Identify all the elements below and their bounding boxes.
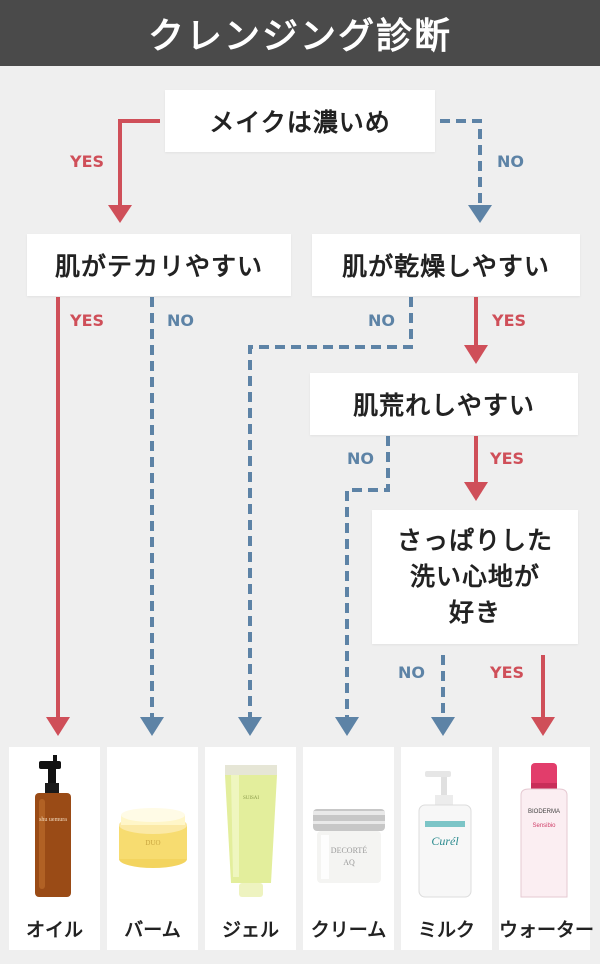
arrowhead-q4-no <box>335 717 359 736</box>
question-dry-skin: 肌が乾燥しやすい <box>312 234 580 296</box>
label-q1-no: NO <box>497 152 524 171</box>
label-q4-yes: YES <box>489 449 524 468</box>
balm-jar-icon: DUO <box>119 808 187 868</box>
gel-tube-icon: SUISAI <box>225 765 277 897</box>
arrow-q1-yes <box>118 119 160 205</box>
arrowhead-q2-yes <box>46 717 70 736</box>
arrowhead-q1-no <box>468 205 492 223</box>
svg-text:Curél: Curél <box>431 834 459 848</box>
arrowhead-q2-no <box>140 717 164 736</box>
label-q1-yes: YES <box>69 152 104 171</box>
label-q5-yes: YES <box>489 663 524 682</box>
label-q4-no: NO <box>347 449 374 468</box>
svg-text:SUISAI: SUISAI <box>243 796 259 801</box>
arrow-q3-no <box>248 297 413 717</box>
label-q3-no: NO <box>368 311 395 330</box>
result-card-balm: DUO バーム <box>107 747 198 950</box>
arrowhead-q5-yes <box>531 717 555 736</box>
svg-text:AQ: AQ <box>343 858 355 867</box>
milk-pump-bottle-icon: Curél <box>418 771 472 898</box>
arrowhead-q3-no <box>238 717 262 736</box>
question-refreshing-feel: さっぱりした 洗い心地が 好き <box>372 510 578 644</box>
oil-bottle-icon: shu uemura <box>35 755 71 897</box>
label-q2-yes: YES <box>69 311 104 330</box>
label-q3-yes: YES <box>491 311 526 330</box>
question-makeup-heavy: メイクは濃いめ <box>165 90 435 152</box>
svg-text:shu uemura: shu uemura <box>39 817 67 823</box>
arrowhead-q1-yes <box>108 205 132 223</box>
result-card-cream: DECORTÉ AQ クリーム <box>303 747 394 950</box>
result-label-cream: クリーム <box>310 919 387 941</box>
result-label-milk: ミルク <box>417 919 475 941</box>
result-label-gel: ジェル <box>221 919 279 941</box>
result-card-oil: shu uemura オイル <box>9 747 100 950</box>
question-sensitive-skin: 肌荒れしやすい <box>310 373 578 435</box>
svg-text:Sensibio: Sensibio <box>532 823 556 829</box>
arrow-q4-no <box>345 436 390 717</box>
result-label-water: ウォーター <box>499 919 595 941</box>
arrowhead-q5-no <box>431 717 455 736</box>
result-label-oil: オイル <box>25 919 83 941</box>
question-oily-skin: 肌がテカリやすい <box>27 234 291 296</box>
label-q2-no: NO <box>167 311 194 330</box>
result-label-balm: バーム <box>124 919 181 941</box>
cream-jar-icon: DECORTÉ AQ <box>313 809 385 883</box>
svg-text:DUO: DUO <box>145 839 160 847</box>
result-card-gel: SUISAI ジェル <box>205 747 296 950</box>
arrowhead-q4-yes <box>464 482 488 501</box>
result-card-water: BIODERMA Sensibio ウォーター <box>499 747 595 950</box>
svg-text:DECORTÉ: DECORTÉ <box>331 845 368 855</box>
water-bottle-icon: BIODERMA Sensibio <box>520 763 568 898</box>
svg-text:BIODERMA: BIODERMA <box>528 809 560 815</box>
label-q5-no: NO <box>398 663 425 682</box>
arrow-q1-no <box>440 119 482 205</box>
arrowhead-q3-yes <box>464 345 488 364</box>
page-title: クレンジング診断 <box>0 0 600 66</box>
result-card-milk: Curél ミルク <box>401 747 492 950</box>
